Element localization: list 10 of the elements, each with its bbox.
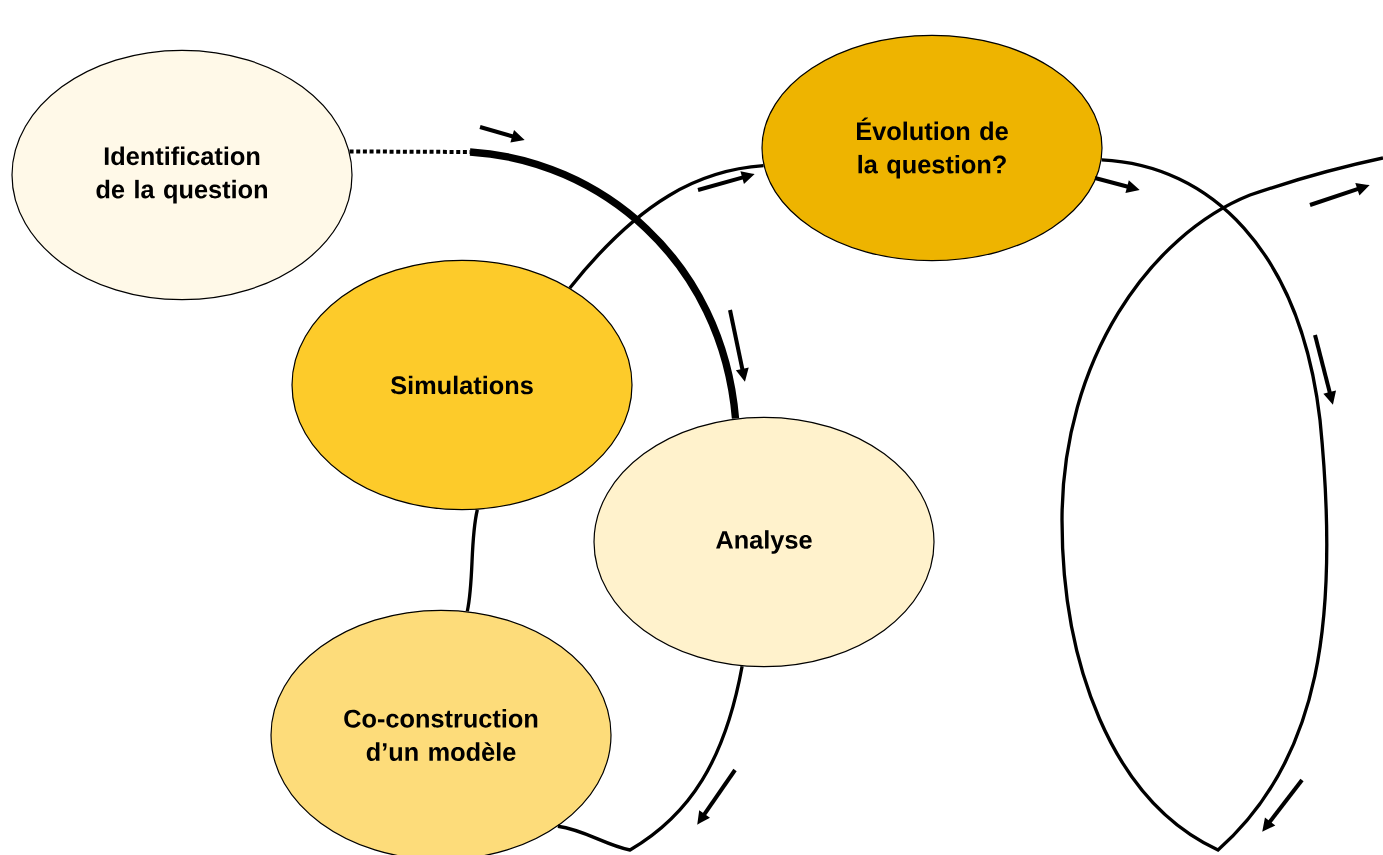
ellipse-node: Analyse [593, 416, 935, 668]
connector [1060, 156, 1383, 852]
connector [568, 164, 764, 289]
connector [349, 148, 740, 420]
ellipse-node: Co-construction d’un modèle [270, 609, 612, 855]
connector [465, 509, 479, 612]
ellipse-node: Évolution de la question? [761, 34, 1103, 262]
connector [557, 665, 744, 852]
ellipse-node: Identification de la question [11, 49, 353, 301]
ellipse-node: Simulations [291, 259, 633, 511]
